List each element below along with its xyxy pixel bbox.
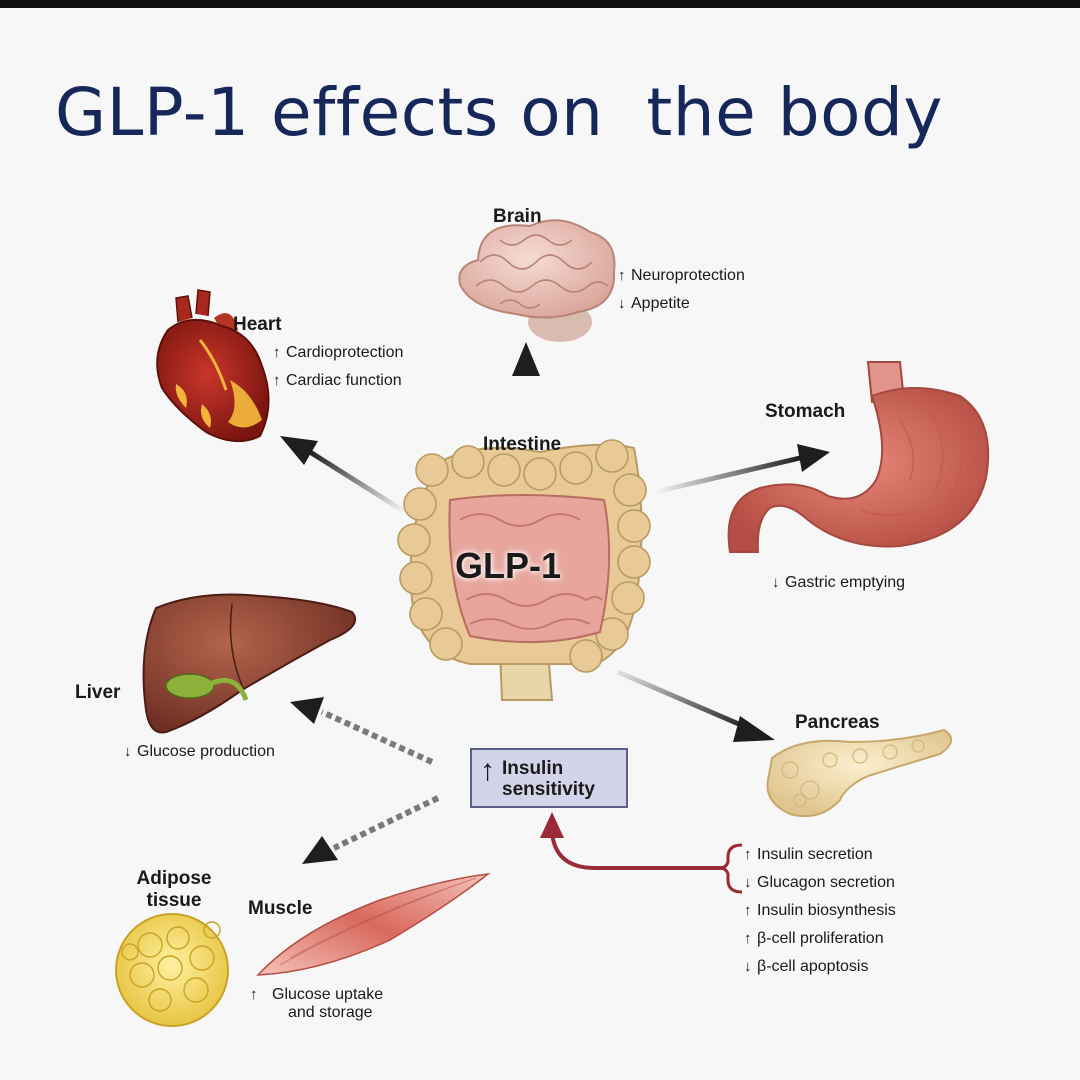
muscle-label: Muscle bbox=[248, 898, 313, 919]
brain-illustration bbox=[458, 219, 616, 342]
heart-label: Heart bbox=[233, 314, 282, 335]
brain-label: Brain bbox=[493, 206, 542, 227]
pancreas-effect-4-text: β-cell proliferation bbox=[757, 930, 884, 947]
muscle-illustration bbox=[256, 872, 491, 976]
arrow-to-stomach bbox=[654, 444, 830, 495]
heart-effect-1-text: Cardioprotection bbox=[286, 344, 404, 361]
up-arrow-icon: ↑ bbox=[744, 930, 752, 947]
heart-illustration bbox=[156, 289, 270, 443]
pancreas-illustration bbox=[766, 728, 952, 818]
brain-effect-2: ↓ Appetite bbox=[618, 290, 745, 318]
muscle-effect-line-2: and storage bbox=[288, 1004, 373, 1021]
down-arrow-icon: ↓ bbox=[744, 874, 752, 891]
heart-effect-2: ↑ Cardiac function bbox=[273, 367, 403, 395]
muscle-effects: ↑ Glucose uptake and storage bbox=[250, 986, 383, 1022]
page-title: GLP-1 effects on the body bbox=[55, 74, 943, 151]
pancreas-effect-2: ↓ Glucagon secretion bbox=[744, 869, 896, 897]
adipose-label-line-1: Adipose bbox=[136, 868, 212, 889]
liver-effect-1: ↓ Glucose production bbox=[124, 738, 275, 766]
pancreas-effect-5: ↓ β-cell apoptosis bbox=[744, 953, 896, 981]
insulin-line-2: sensitivity bbox=[502, 779, 595, 800]
adipose-label-line-2: tissue bbox=[146, 890, 202, 911]
heart-effects: ↑ Cardioprotection ↑ Cardiac function bbox=[273, 339, 403, 395]
heart-effect-2-text: Cardiac function bbox=[286, 372, 402, 389]
stomach-effect-1-text: Gastric emptying bbox=[785, 574, 906, 591]
pancreas-effect-1: ↑ Insulin secretion bbox=[744, 841, 896, 869]
liver-label: Liver bbox=[75, 682, 121, 703]
feedback-arrow-pancreas-to-insulin bbox=[540, 812, 743, 894]
up-arrow-icon: ↑ bbox=[744, 846, 752, 863]
down-arrow-icon: ↓ bbox=[124, 743, 132, 760]
muscle-effect-line-1: ↑ Glucose uptake bbox=[250, 986, 383, 1004]
brain-effect-1-text: Neuroprotection bbox=[631, 267, 745, 284]
up-arrow-icon: ↑ bbox=[480, 754, 495, 787]
stomach-effect-1: ↓ Gastric emptying bbox=[772, 569, 905, 597]
pancreas-label: Pancreas bbox=[795, 712, 880, 733]
down-arrow-icon: ↓ bbox=[772, 574, 780, 591]
brain-effects: ↑ Neuroprotection ↓ Appetite bbox=[618, 262, 745, 318]
muscle-effect-text-1: Glucose uptake bbox=[272, 986, 384, 1003]
up-arrow-icon: ↑ bbox=[744, 902, 752, 919]
pancreas-effect-2-text: Glucagon secretion bbox=[757, 874, 895, 891]
intestine-illustration bbox=[397, 439, 651, 701]
stomach-effects: ↓ Gastric emptying bbox=[772, 569, 905, 597]
up-arrow-icon: ↑ bbox=[273, 372, 281, 389]
up-arrow-icon: ↑ bbox=[618, 267, 626, 284]
liver-effect-1-text: Glucose production bbox=[137, 743, 275, 760]
pancreas-effects: ↑ Insulin secretion ↓ Glucagon secretion ↑… bbox=[744, 841, 896, 981]
glp1-center-label: GLP-1 bbox=[455, 545, 562, 586]
arrow-to-brain bbox=[512, 342, 540, 432]
heart-effect-1: ↑ Cardioprotection bbox=[273, 339, 403, 367]
dashed-arrow-to-liver bbox=[290, 697, 434, 765]
dashed-arrow-to-muscle bbox=[302, 795, 440, 864]
pancreas-effect-4: ↑ β-cell proliferation bbox=[744, 925, 896, 953]
pancreas-effect-3-text: Insulin biosynthesis bbox=[757, 902, 896, 919]
pancreas-effect-3: ↑ Insulin biosynthesis bbox=[744, 897, 896, 925]
liver-effects: ↓ Glucose production bbox=[124, 738, 275, 766]
liver-illustration bbox=[142, 593, 357, 734]
up-arrow-icon: ↑ bbox=[273, 344, 281, 361]
down-arrow-icon: ↓ bbox=[744, 958, 752, 975]
stomach-label: Stomach bbox=[765, 401, 846, 422]
top-bar bbox=[0, 0, 1080, 8]
up-arrow-icon: ↑ bbox=[250, 986, 258, 1003]
pancreas-effect-5-text: β-cell apoptosis bbox=[757, 958, 869, 975]
pancreas-effect-1-text: Insulin secretion bbox=[757, 846, 873, 863]
insulin-line-1: Insulin bbox=[502, 758, 564, 779]
down-arrow-icon: ↓ bbox=[618, 295, 626, 312]
arrow-to-pancreas bbox=[617, 669, 775, 742]
adipose-tissue-illustration bbox=[115, 913, 229, 1027]
intestine-label: Intestine bbox=[483, 434, 562, 455]
stomach-illustration bbox=[727, 361, 990, 553]
brain-effect-2-text: Appetite bbox=[631, 295, 690, 312]
brain-effect-1: ↑ Neuroprotection bbox=[618, 262, 745, 290]
arrow-to-heart bbox=[280, 436, 407, 515]
